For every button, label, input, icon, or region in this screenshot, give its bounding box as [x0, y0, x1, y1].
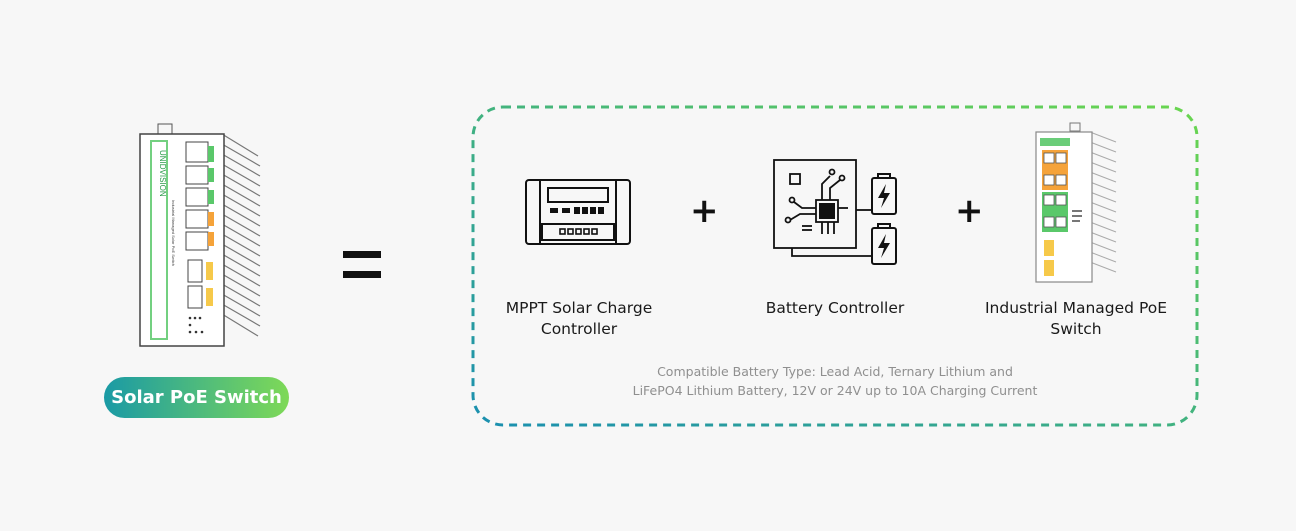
solar-poe-switch-image: UNIDVISION Industrial Managed Solar PoE … [139, 123, 261, 347]
battery-controller-icon [773, 159, 897, 265]
svg-text:Industrial Managed Solar PoE S: Industrial Managed Solar PoE Switch [171, 200, 176, 266]
note-line2: LiFePO4 Lithium Battery, 12V or 24V up t… [632, 383, 1038, 398]
components-dashed-box [471, 105, 1199, 427]
brand-text: UNIDVISION [158, 150, 167, 197]
mppt-label-line2: Controller [540, 320, 618, 338]
note-line1: Compatible Battery Type: Lead Acid, Tern… [657, 364, 1013, 379]
plus-sign-2: + [955, 191, 984, 231]
equals-sign [343, 251, 381, 278]
switch-label-line2: Switch [1050, 320, 1102, 338]
industrial-switch-label: Industrial Managed PoE Switch [976, 298, 1176, 340]
mppt-controller-icon [525, 179, 631, 245]
mppt-label: MPPT Solar Charge Controller [490, 298, 668, 340]
solar-poe-switch-label: Solar PoE Switch [104, 377, 289, 418]
plus-sign-1: + [690, 191, 719, 231]
battery-controller-label: Battery Controller [745, 298, 925, 319]
battery-label-line1: Battery Controller [765, 299, 905, 317]
compatibility-note: Compatible Battery Type: Lead Acid, Tern… [560, 362, 1110, 400]
industrial-switch-image [1035, 122, 1117, 283]
mppt-label-line1: MPPT Solar Charge [505, 299, 653, 317]
switch-label-line1: Industrial Managed PoE [984, 299, 1168, 317]
